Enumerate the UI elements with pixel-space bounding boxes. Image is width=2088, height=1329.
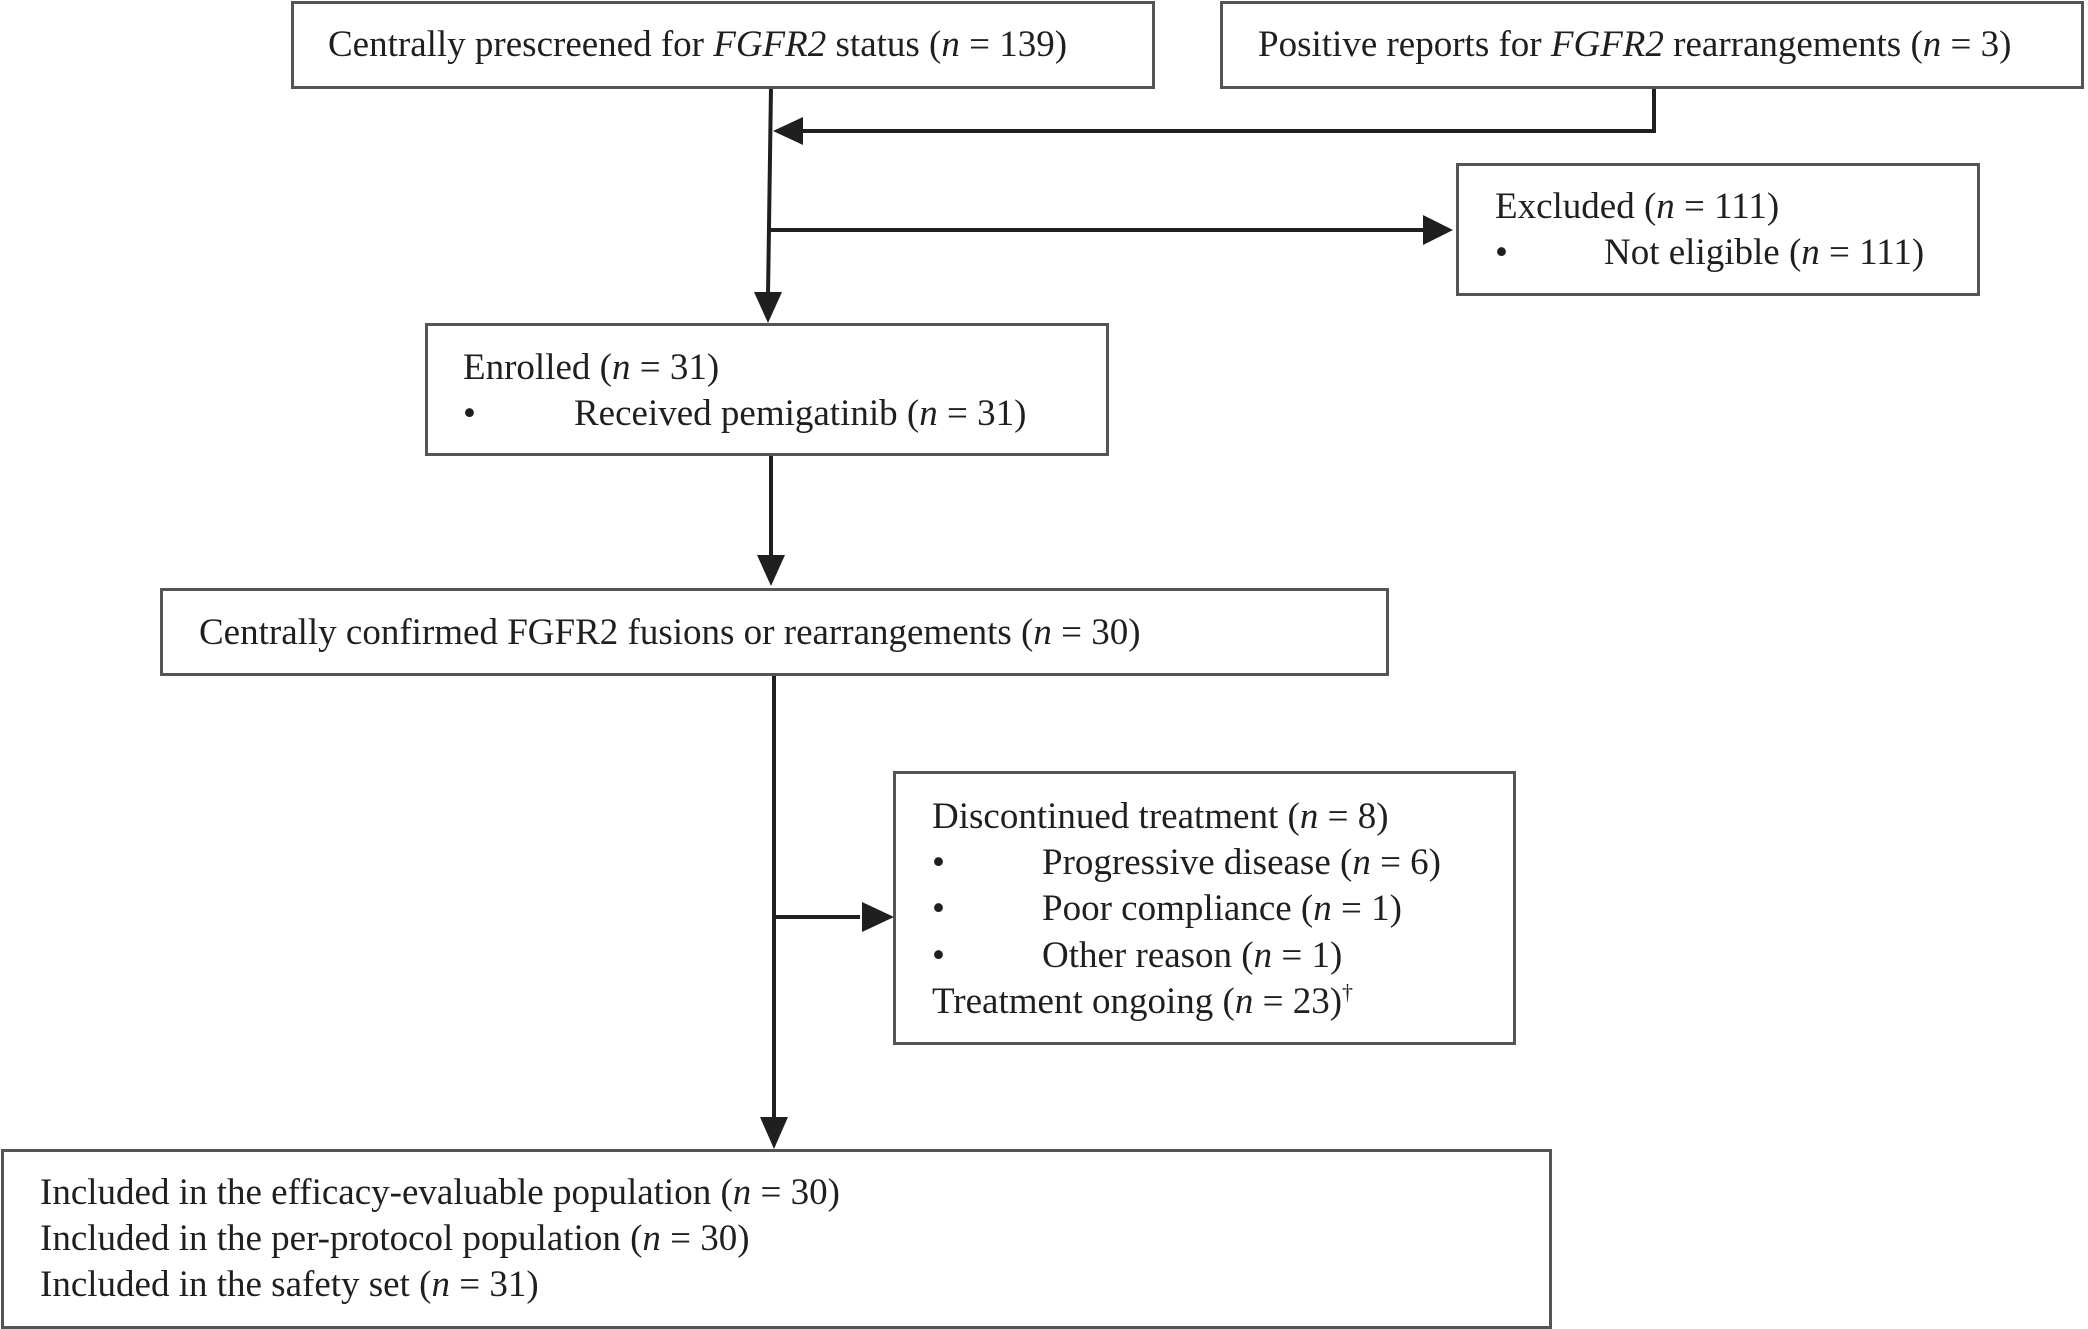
connector-positive-reports (800, 87, 1656, 133)
enrolled-item: Received pemigatinib (n = 31) (574, 393, 1027, 434)
excluded-bullet: • (1495, 232, 1508, 273)
excluded-title: Excluded (n = 111) (1495, 186, 1780, 227)
dagger-footnote-mark: † (1342, 979, 1354, 1005)
excluded-box: Excluded (n = 111) • Not eligible (n = 1… (1456, 163, 1980, 296)
discontinued-item-other: Other reason (n = 1) (1042, 935, 1343, 976)
discontinued-bullet-2: • (932, 888, 945, 929)
discontinued-bullet-3: • (932, 935, 945, 976)
enrolled-bullet: • (463, 393, 476, 434)
included-safety: Included in the safety set (n = 31) (40, 1264, 539, 1305)
prescreen-box: Centrally prescreened for FGFR2 status (… (291, 1, 1155, 89)
confirmed-box: Centrally confirmed FGFR2 fusions or rea… (160, 588, 1389, 676)
arrowhead-enrolled (754, 292, 782, 323)
discontinued-item-progressive: Progressive disease (n = 6) (1042, 842, 1442, 883)
discontinued-item-compliance: Poor compliance (n = 1) (1042, 888, 1402, 929)
prescreen-text: Centrally prescreened for FGFR2 status (… (328, 24, 1068, 65)
included-box: Included in the efficacy-evaluable popul… (1, 1149, 1552, 1329)
connector-prescreen-enrolled (766, 86, 773, 297)
arrowhead-discontinued (862, 902, 894, 932)
discontinued-bullet-1: • (932, 842, 945, 883)
positive-reports-box: Positive reports for FGFR2 rearrangement… (1220, 1, 2084, 89)
enrolled-box: Enrolled (n = 31) • Received pemigatinib… (425, 323, 1109, 456)
arrowhead-included (760, 1117, 788, 1149)
positive-reports-text: Positive reports for FGFR2 rearrangement… (1258, 24, 2012, 65)
arrowhead-merge (773, 117, 803, 145)
treatment-ongoing: Treatment ongoing (n = 23)† (932, 979, 1354, 1022)
confirmed-text: Centrally confirmed FGFR2 fusions or rea… (199, 612, 1141, 653)
arrowhead-confirmed (757, 555, 785, 586)
arrowhead-excluded (1423, 215, 1453, 245)
included-efficacy: Included in the efficacy-evaluable popul… (40, 1172, 840, 1213)
included-per-protocol: Included in the per-protocol population … (40, 1218, 750, 1259)
enrolled-title: Enrolled (n = 31) (463, 347, 720, 388)
excluded-item: Not eligible (n = 111) (1604, 232, 1925, 273)
discontinued-title: Discontinued treatment (n = 8) (932, 796, 1389, 837)
discontinued-box: Discontinued treatment (n = 8) • Progres… (893, 771, 1516, 1045)
